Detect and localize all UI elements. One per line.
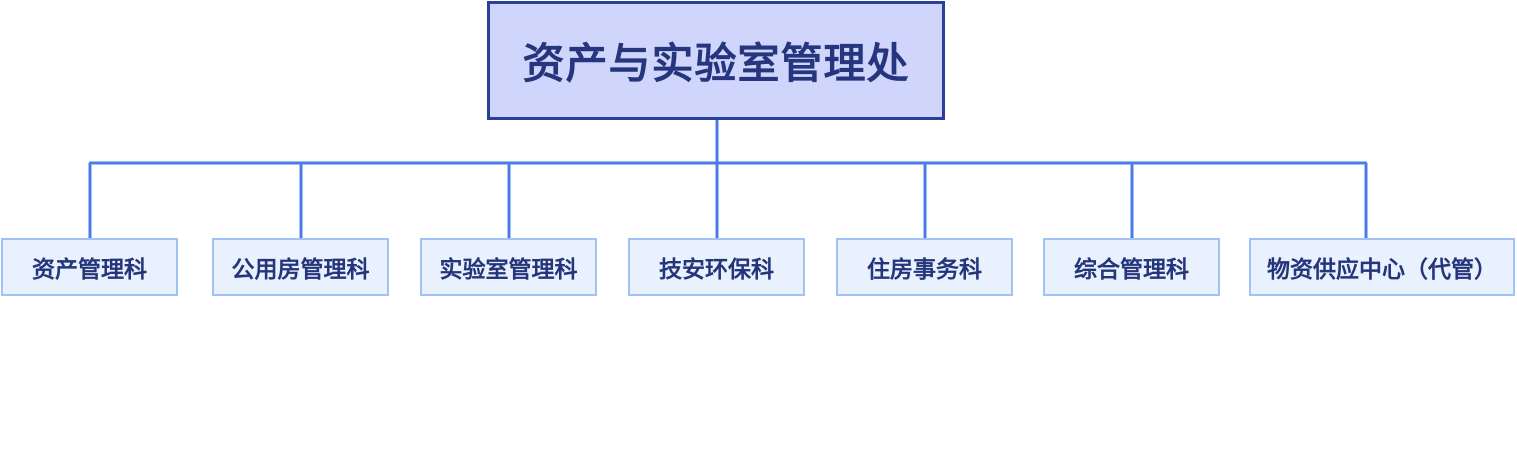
department-node-housing-affairs: 住房事务科 (836, 238, 1013, 296)
department-label: 综合管理科 (1074, 257, 1189, 283)
department-node-supply-center: 物资供应中心（代管） (1249, 238, 1515, 296)
department-label: 实验室管理科 (439, 257, 578, 283)
department-label: 住房事务科 (867, 257, 982, 283)
root-node: 资产与实验室管理处 (487, 1, 945, 120)
department-label: 技安环保科 (659, 257, 774, 283)
department-label: 资产管理科 (32, 257, 147, 283)
department-label: 物资供应中心（代管） (1267, 257, 1497, 283)
department-node-public-housing: 公用房管理科 (212, 238, 389, 296)
department-node-safety-environment: 技安环保科 (628, 238, 805, 296)
root-node-label: 资产与实验室管理处 (522, 39, 910, 88)
department-node-laboratory-management: 实验室管理科 (420, 238, 597, 296)
department-label: 公用房管理科 (231, 257, 370, 283)
department-node-general-management: 综合管理科 (1043, 238, 1220, 296)
department-node-asset-management: 资产管理科 (1, 238, 178, 296)
